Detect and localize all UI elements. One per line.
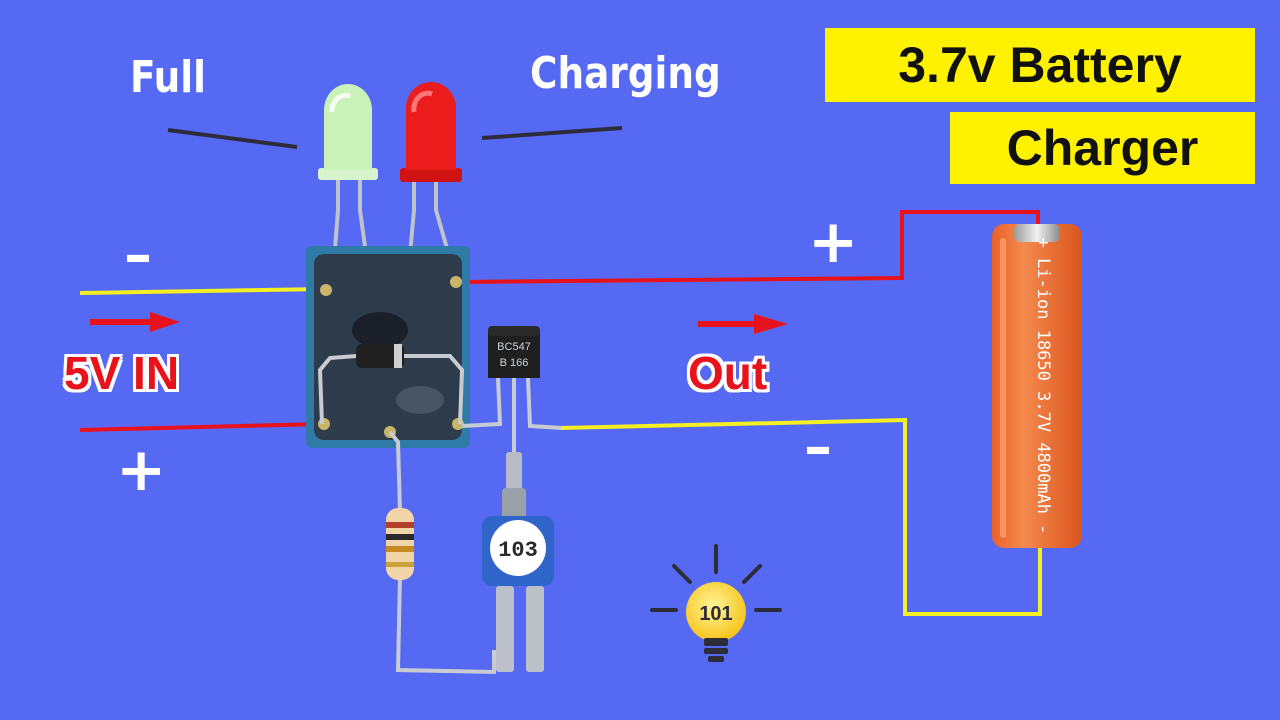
arrow-right-icon	[90, 312, 180, 332]
diode	[317, 344, 465, 425]
input-positive-wire	[79, 422, 323, 432]
output-positive-sign: +	[808, 207, 859, 277]
red-led	[400, 82, 462, 182]
input-negative-sign: –	[124, 223, 152, 288]
charging-pointer-line	[481, 126, 623, 140]
transistor-marking-line2: B 166	[500, 357, 529, 369]
full-pointer-line	[167, 128, 298, 149]
title-line2-text: Charger	[1006, 120, 1199, 176]
charging-label: Charging	[530, 48, 721, 99]
battery	[992, 224, 1082, 548]
output-label: Out	[688, 347, 768, 399]
logo-text: 101	[699, 603, 732, 625]
full-label: Full	[130, 52, 206, 103]
potentiometer	[482, 452, 554, 672]
transistor-marking-line1: BC547	[497, 341, 531, 353]
arrow-right-icon	[698, 314, 788, 334]
input-negative-wire	[79, 287, 327, 295]
output-positive-wire	[457, 210, 1040, 284]
transistor	[461, 326, 563, 480]
output-negative-wire	[559, 417, 1042, 616]
input-label: 5V IN	[64, 347, 180, 399]
output-negative-sign: –	[804, 415, 832, 480]
title-line2: Charger	[950, 112, 1255, 184]
title-line1: 3.7v Battery	[825, 28, 1255, 102]
green-led	[318, 84, 378, 180]
title-line1-text: 3.7v Battery	[898, 37, 1182, 93]
lightbulb-icon	[650, 544, 782, 662]
battery-label: + Li-ion 18650 3.7V 4800mAh -	[1033, 238, 1053, 535]
input-positive-sign: +	[116, 435, 167, 505]
resistor	[386, 430, 496, 675]
potentiometer-code: 103	[498, 538, 538, 563]
